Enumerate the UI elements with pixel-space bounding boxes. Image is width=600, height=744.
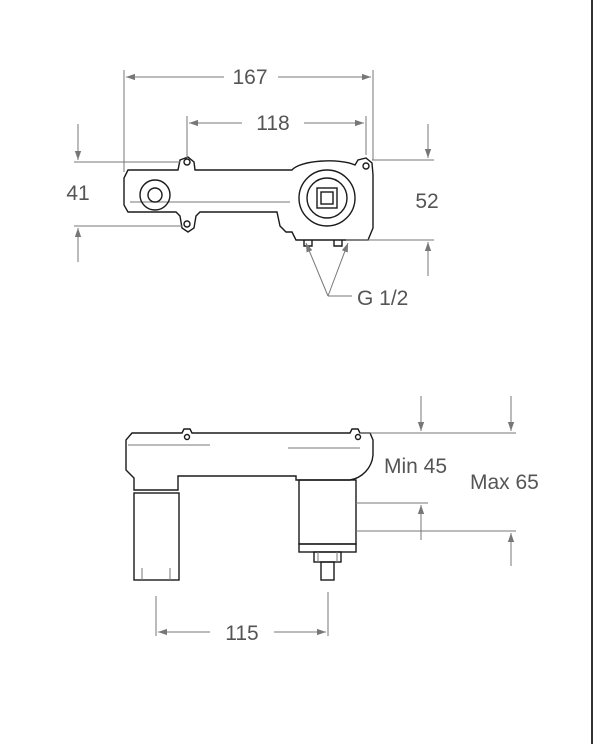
dim-max-label: Max 65 [470,471,539,494]
pipe-stub [133,492,180,581]
dim-52-label: 52 [415,190,438,213]
valve-body-side-outline [125,428,374,491]
top-view: 167 118 41 52 G 1/2 [66,66,438,310]
side-view: Min 45 Max 65 115 [125,396,539,645]
valve-body-top-outline [123,156,374,241]
thread-label: G 1/2 [357,287,408,310]
cartridge-housing [298,479,357,545]
cartridge-outer [298,169,356,227]
dim-min-label: Min 45 [384,455,447,478]
dim-167-label: 167 [232,66,267,89]
outlet-ring [139,179,171,211]
dim-118-label: 118 [256,112,289,135]
dim-115-label: 115 [225,622,258,645]
dim-41-label: 41 [66,182,89,205]
outlet-bore [147,187,163,203]
